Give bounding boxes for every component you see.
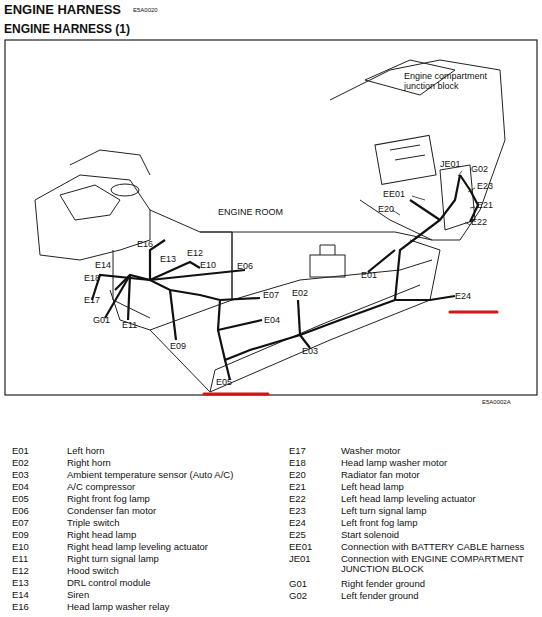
callout-number: E11 [122,321,137,331]
table-description: A/C compressor [67,482,282,492]
callout-number: E24 [455,292,471,302]
table-description: Hood switch [67,566,282,576]
table-code: E02 [12,458,29,468]
callout-number: E10 [200,261,216,271]
table-code: JE01 [289,554,311,564]
table-code: EE01 [289,542,312,552]
table-description: Condenser fan motor [67,506,282,516]
table-code: E11 [12,554,28,564]
callout-number: E07 [263,291,279,301]
table-description: Left front fog lamp [341,518,536,528]
table-description: Radiator fan motor [341,470,536,480]
table-description: Washer motor [341,446,536,456]
table-code: E10 [12,542,29,552]
callout-number: E04 [264,316,280,326]
table-description: DRL control module [67,578,282,588]
table-code: E21 [289,482,306,492]
table-description: Head lamp washer relay [67,602,282,612]
table-code: E05 [12,494,29,504]
callout-number: G02 [471,165,488,175]
table-description: Left head lamp leveling actuator [341,494,536,504]
table-description: Ambient temperature sensor (Auto A/C) [67,470,282,480]
table-code: E06 [12,506,29,516]
callout-number: E01 [361,271,377,281]
callout-number: E05 [216,378,232,388]
table-description: Left head lamp [341,482,536,492]
table-description: Right turn signal lamp [67,554,282,564]
table-code: E12 [12,566,29,576]
table-code: E01 [12,446,29,456]
table-code: E23 [289,506,306,516]
callout-number: E06 [237,262,253,272]
table-code: E20 [289,470,306,480]
callout-number: JE01 [440,160,461,170]
table-code: E22 [289,494,306,504]
callout-number: E23 [477,182,493,192]
table-code: E03 [12,470,29,480]
callout-number: E14 [95,261,111,271]
table-code: E09 [12,530,29,540]
table-code: E13 [12,578,29,588]
callout-number: E16 [137,240,153,250]
table-description: Start solenoid [341,530,536,540]
table-description: Left fender ground [341,591,536,601]
table-code: E07 [12,518,29,528]
table-code: E14 [12,590,29,600]
table-code: E25 [289,530,306,540]
table-code: E16 [12,602,29,612]
table-code: G02 [289,591,307,601]
callout-number: EE01 [383,190,405,200]
table-description: Right fender ground [341,579,536,589]
table-description: Right front fog lamp [67,494,282,504]
callout-number: E02 [292,289,308,299]
callout-number: E20 [378,205,394,215]
table-description: Right head lamp [67,530,282,540]
table-description: Right head lamp leveling actuator [67,542,282,552]
table-description: Siren [67,590,282,600]
area-label: ENGINE ROOM [218,208,283,218]
table-description: Connection with BATTERY CABLE harness [341,542,536,552]
drawing-code: E5A0020 [133,7,158,14]
page-title: ENGINE HARNESS [4,3,121,17]
callout-number: E21 [477,201,493,211]
drawing-code: E5A0002A [482,399,511,406]
callout-number: E09 [170,342,186,352]
section-heading: ENGINE HARNESS (1) [4,23,130,36]
table-code: E17 [289,446,306,456]
table-description: Right horn [67,458,282,468]
table-code: E24 [289,518,306,528]
table-description: Connection with ENGINE COMPARTMENT JUNCT… [341,554,536,575]
table-description: Triple switch [67,518,282,528]
callout-number: E17 [84,296,100,306]
callout-number: E12 [187,249,203,259]
table-code: E04 [12,482,29,492]
table-description: Left turn signal lamp [341,506,536,516]
table-code: E18 [289,458,306,468]
area-label: Engine compartment junction block [404,72,499,92]
callout-number: E13 [160,255,176,265]
callout-number: G01 [93,316,110,326]
table-description: Left horn [67,446,282,456]
callout-number: E18 [84,274,100,284]
callout-number: E22 [471,218,487,228]
table-description: Head lamp washer motor [341,458,536,468]
callout-number: E03 [302,347,318,357]
table-code: G01 [289,579,307,589]
